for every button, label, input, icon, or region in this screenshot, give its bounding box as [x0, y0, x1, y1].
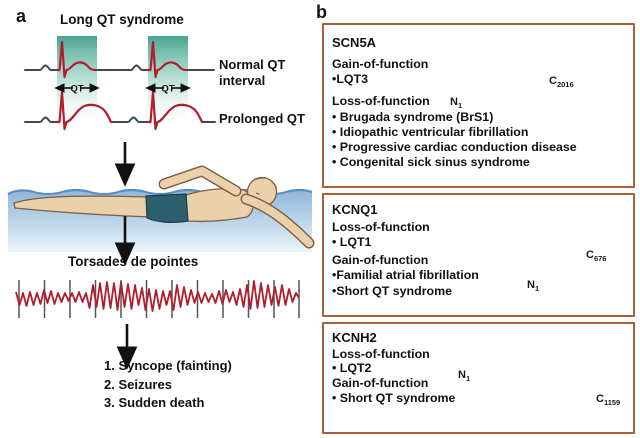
torsades-ecg-strip [15, 280, 300, 318]
swimmer-torso [185, 188, 254, 223]
kcnq1-bullet-sqts: •Short QT syndrome [332, 284, 452, 298]
outcome-sudden-death: 3. Sudden death [104, 395, 205, 410]
scn5a-box [322, 23, 635, 188]
torsades-waveform [15, 280, 300, 312]
scn5a-lqt3-bullet: •LQT3 [332, 72, 369, 86]
scn5a-loss-heading: Loss-of-function [332, 94, 430, 108]
panel-a-title: Long QT syndrome [60, 12, 184, 27]
scn5a-bullet-sss: • Congenital sick sinus syndrome [332, 155, 530, 169]
c-terminus-label: C1159 [596, 393, 621, 408]
n-terminus-label: N1 [458, 369, 471, 384]
c-terminus-label: C676 [586, 249, 607, 264]
kcnh2-box [322, 322, 635, 434]
flow-arrows [114, 142, 138, 370]
swimmer-illustration [7, 165, 315, 252]
kcnq1-lqt1-bullet: • LQT1 [332, 235, 372, 249]
kcnq1-gain-heading: Gain-of-function [332, 253, 429, 267]
scn5a-bullet-ivf: • Idiopathic ventricular fibrillation [332, 125, 529, 139]
kcnq1-loss-heading: Loss-of-function [332, 220, 430, 234]
scn5a-gain-heading: Gain-of-function [332, 57, 429, 71]
kcnh2-loss-heading: Loss-of-function [332, 347, 430, 361]
scn5a-bullet-brugada: • Brugada syndrome (BrS1) [332, 110, 494, 124]
swimmer-front-arm [241, 194, 314, 248]
kcnq1-box [322, 193, 635, 317]
panel-b-label: b [316, 2, 327, 22]
kcnq1-bullet-faf: •Familial atrial fibrillation [332, 268, 479, 282]
qt-interval-marker: QT QT [54, 83, 191, 95]
c-terminus-label: C2016 [549, 75, 574, 90]
torsades-label: Torsades de pointes [68, 254, 199, 269]
gene-name-kcnh2: KCNH2 [332, 330, 377, 345]
gene-name-kcnq1: KCNQ1 [332, 202, 378, 217]
prolonged-qt-label: Prolonged QT [219, 111, 305, 126]
n-terminus-label: N1 [527, 279, 540, 294]
swim-trunks [145, 193, 189, 224]
qt-marker-text-2: QT [161, 84, 174, 95]
gene-name-scn5a: SCN5A [332, 35, 377, 50]
outcome-syncope: 1. Syncope (fainting) [104, 358, 232, 373]
kcnh2-gain-heading: Gain-of-function [332, 376, 429, 390]
swimmer-eye [255, 192, 260, 196]
normal-qt-label-line2: interval [219, 73, 266, 88]
panel-a-label: a [16, 6, 27, 26]
outcome-seizures: 2. Seizures [104, 377, 172, 392]
qt-interval-bands [57, 36, 188, 128]
prolonged-ecg-trace [24, 90, 216, 131]
kcnh2-lqt2-bullet: • LQT2 [332, 361, 372, 375]
scn5a-bullet-pccd: • Progressive cardiac conduction disease [332, 140, 577, 154]
qt-marker-text-1: QT [70, 84, 83, 95]
normal-qt-label-line1: Normal QT [219, 57, 286, 72]
swimmer-back-arm [159, 166, 241, 196]
kcnh2-bullet-sqts: • Short QT syndrome [332, 391, 456, 405]
normal-ecg-trace [24, 40, 215, 79]
n-terminus-label: N1 [450, 96, 463, 111]
